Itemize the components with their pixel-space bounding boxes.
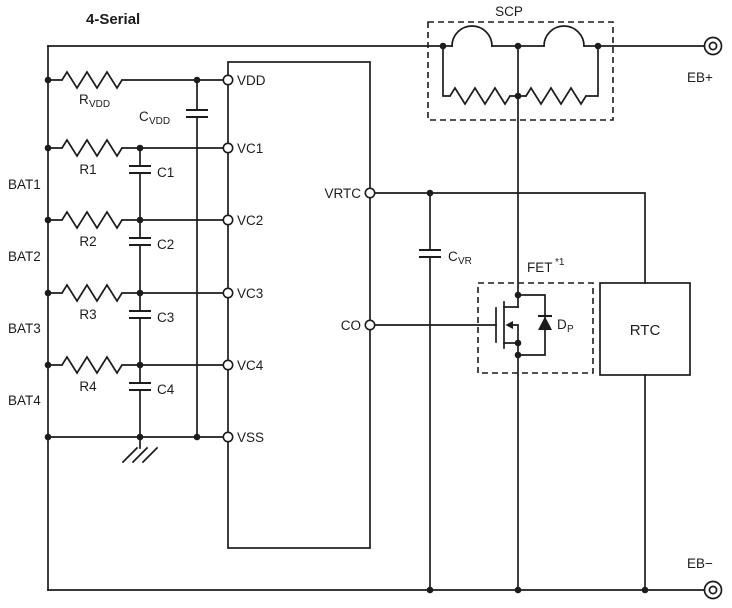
resistor-rvdd xyxy=(61,71,123,89)
fet-label-note: *1 xyxy=(555,257,565,268)
pin-vrtc xyxy=(364,187,376,199)
power-rails xyxy=(47,45,706,591)
ground-symbol xyxy=(121,436,159,464)
pin-vss-label: VSS xyxy=(237,430,264,445)
pin-vc2 xyxy=(222,214,234,226)
bat2-label: BAT2 xyxy=(8,249,41,264)
scp-dashed-outline xyxy=(427,21,614,121)
dp-label: D xyxy=(557,317,567,332)
capacitor-c2 xyxy=(129,236,151,247)
scp-protector xyxy=(427,21,614,121)
pin-vdd xyxy=(222,74,234,86)
eb-plus-label: EB+ xyxy=(687,70,713,85)
bat1-label: BAT1 xyxy=(8,177,41,192)
pin-vc4-label: VC4 xyxy=(237,358,264,373)
capacitor-c1 xyxy=(129,164,151,175)
capacitor-c3 xyxy=(129,309,151,320)
junction-dots xyxy=(44,42,649,594)
resistor-r3 xyxy=(61,284,123,302)
heater-taps xyxy=(442,45,599,97)
pin-vc4 xyxy=(222,359,234,371)
c2-label: C2 xyxy=(157,237,174,252)
protection-ic-body xyxy=(227,61,371,549)
rvdd-label: R xyxy=(79,92,89,107)
pin-vc3 xyxy=(222,287,234,299)
resistor-r2 xyxy=(61,211,123,229)
capacitor-column-c1-c4 xyxy=(129,147,151,438)
pin-vc1-label: VC1 xyxy=(237,141,263,156)
terminal-eb-plus xyxy=(703,36,723,56)
pin-vss xyxy=(222,431,234,443)
cvr-label-sub: VR xyxy=(458,256,472,267)
bat4-label: BAT4 xyxy=(8,393,41,408)
c3-label: C3 xyxy=(157,310,174,325)
pin-vc3-label: VC3 xyxy=(237,286,263,301)
fet-block xyxy=(477,282,594,374)
mosfet-terminal-stubs xyxy=(503,306,519,344)
pin-vc2-label: VC2 xyxy=(237,213,263,228)
mosfet-body-arrow xyxy=(505,321,513,329)
capacitor-c4 xyxy=(129,381,151,392)
fet-dashed-outline xyxy=(477,282,594,374)
c4-label: C4 xyxy=(157,382,175,397)
fet-label: FET xyxy=(527,260,553,275)
pin-co-label: CO xyxy=(341,318,361,333)
cvdd-label: C xyxy=(139,109,149,124)
diagram-title: 4-Serial xyxy=(86,11,140,28)
bat3-label: BAT3 xyxy=(8,321,41,336)
capacitor-cvr xyxy=(419,192,441,591)
pin-co xyxy=(364,319,376,331)
rvdd-label-sub: VDD xyxy=(89,99,110,110)
fuse-humps xyxy=(451,25,585,47)
diode-triangle xyxy=(538,316,552,330)
heater-resistor-left xyxy=(449,87,511,105)
vrtc-wire xyxy=(373,192,646,284)
capacitor-cvdd xyxy=(186,79,208,438)
r3-label: R3 xyxy=(79,307,96,322)
scp-label: SCP xyxy=(495,4,523,19)
pin-vdd-label: VDD xyxy=(237,73,266,88)
ic-pin-circles xyxy=(222,74,376,443)
r2-label: R2 xyxy=(79,234,96,249)
pin-vc1 xyxy=(222,142,234,154)
r4-label: R4 xyxy=(79,379,97,394)
r1-label: R1 xyxy=(79,162,96,177)
body-diode-dp xyxy=(517,294,552,356)
terminal-eb-minus xyxy=(703,580,723,600)
pin-vrtc-label: VRTC xyxy=(324,186,361,201)
resistor-r1 xyxy=(61,139,123,157)
resistor-r4 xyxy=(61,356,123,374)
heater-resistor-right xyxy=(525,87,587,105)
c1-label: C1 xyxy=(157,165,174,180)
eb-minus-label: EB− xyxy=(687,556,713,571)
cvdd-label-sub: VDD xyxy=(149,116,170,127)
rtc-label: RTC xyxy=(630,322,661,339)
cvr-label: C xyxy=(448,249,458,264)
dp-label-sub: P xyxy=(567,324,574,335)
